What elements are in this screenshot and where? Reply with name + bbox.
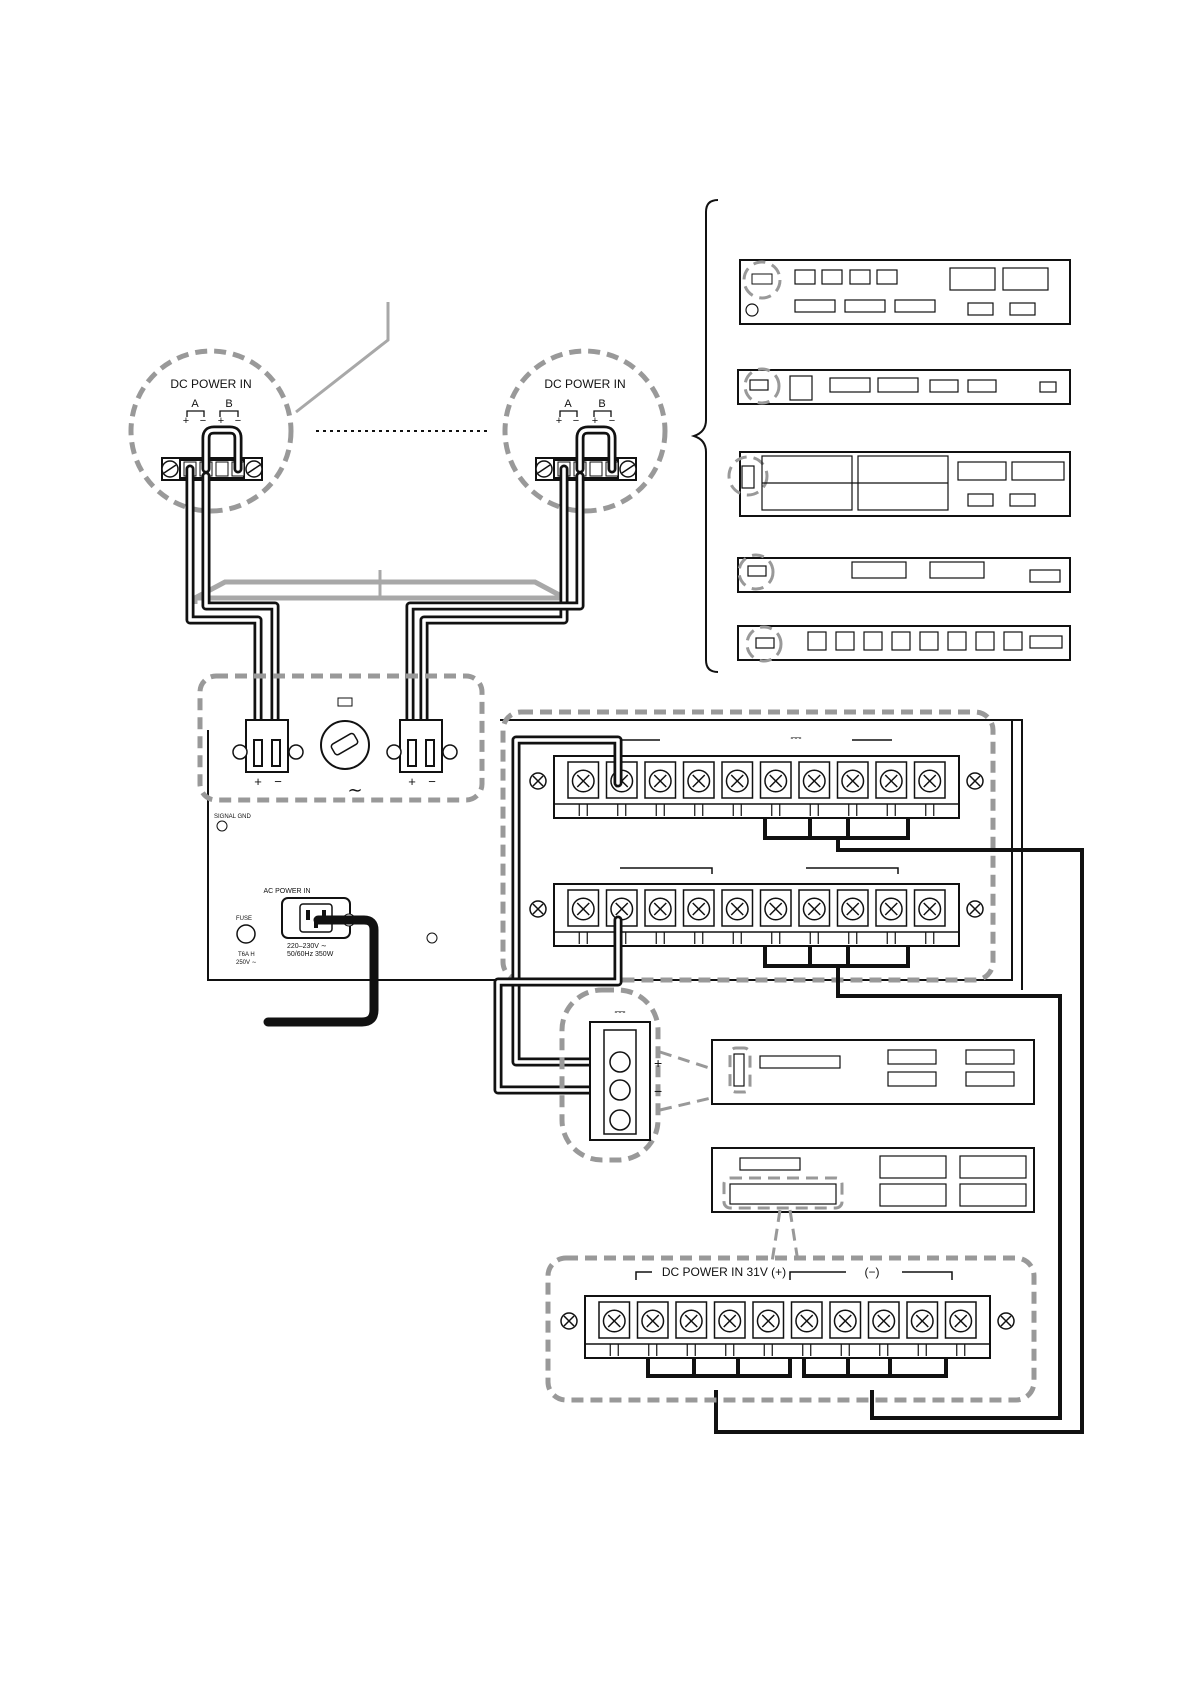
fuse-rating-2: 250V ∼ xyxy=(236,960,257,966)
dc-power-left-a-plus: + xyxy=(183,415,189,427)
battery-terminal-callout: ⎓ + − xyxy=(562,990,728,1160)
dc-power-in-right-title: DC POWER IN xyxy=(544,377,625,391)
bottom-terminal-mount-1 xyxy=(561,1313,577,1329)
amplifier-device-1 xyxy=(712,1040,1034,1104)
lower-terminal-mount-1 xyxy=(530,901,546,917)
callout-line-top xyxy=(296,302,388,412)
dc-power-right-b-minus: − xyxy=(609,415,615,427)
dc-power-left-b-plus: + xyxy=(218,415,224,427)
upper-terminal-row xyxy=(530,756,983,818)
ac-rating-line2: 50/60Hz 350W xyxy=(287,951,334,958)
rack-device-5 xyxy=(738,626,1070,661)
upper-block-dc-symbol: ⎓ xyxy=(790,729,801,745)
dc-power-left-a-minus: − xyxy=(200,415,206,427)
supply-ac-symbol: ∼ xyxy=(347,780,362,800)
fuse-rating-1: T6A H xyxy=(238,952,255,958)
signal-gnd-label: SIGNAL GND xyxy=(214,814,251,820)
dc-power-in-left-title: DC POWER IN xyxy=(170,377,251,391)
rack-device-3 xyxy=(729,452,1070,516)
rack-device-1 xyxy=(740,260,1070,324)
dc-power-left-b-minus: − xyxy=(235,415,241,427)
ac-power-in-label: AC POWER IN xyxy=(263,888,310,895)
bottom-terminal-mount-2 xyxy=(998,1313,1014,1329)
device-group-bracket xyxy=(694,200,718,672)
rack-device-4 xyxy=(738,555,1070,592)
dc-power-right-b-plus: + xyxy=(592,415,598,427)
bottom-label-plus: DC POWER IN 31V (+) xyxy=(662,1265,786,1279)
supply-out-right-plus: + xyxy=(408,774,416,789)
dc-power-right-a-plus: + xyxy=(556,415,562,427)
lower-terminal-mount-2 xyxy=(967,901,983,917)
dc-power-right-group-a: A xyxy=(564,398,572,410)
battery-minus: − xyxy=(654,1083,662,1099)
battery-plus: + xyxy=(654,1055,662,1071)
dc-power-right-a-minus: − xyxy=(573,415,579,427)
supply-out-right-minus: − xyxy=(428,774,436,789)
bottom-label-minus: (−) xyxy=(865,1265,880,1279)
ac-rating-line1: 220–230V ∼ xyxy=(287,943,327,950)
lower-terminal-row xyxy=(530,884,983,946)
dc-supply-wires xyxy=(190,469,580,750)
upper-terminal-mount-2 xyxy=(967,773,983,789)
amplifier-device-2 xyxy=(712,1148,1034,1262)
dc-power-right-group-b: B xyxy=(598,398,605,410)
dc-power-left-group-b: B xyxy=(225,398,232,410)
upper-terminal-mount-1 xyxy=(530,773,546,789)
battery-dc-symbol: ⎓ xyxy=(614,1003,625,1019)
supply-out-left-minus: − xyxy=(274,774,282,789)
rack-device-2 xyxy=(738,369,1070,404)
dc-power-left-group-a: A xyxy=(191,398,199,410)
supply-out-left-plus: + xyxy=(254,774,262,789)
fuse-label: FUSE xyxy=(236,916,252,922)
bottom-terminal-row xyxy=(561,1296,1014,1358)
